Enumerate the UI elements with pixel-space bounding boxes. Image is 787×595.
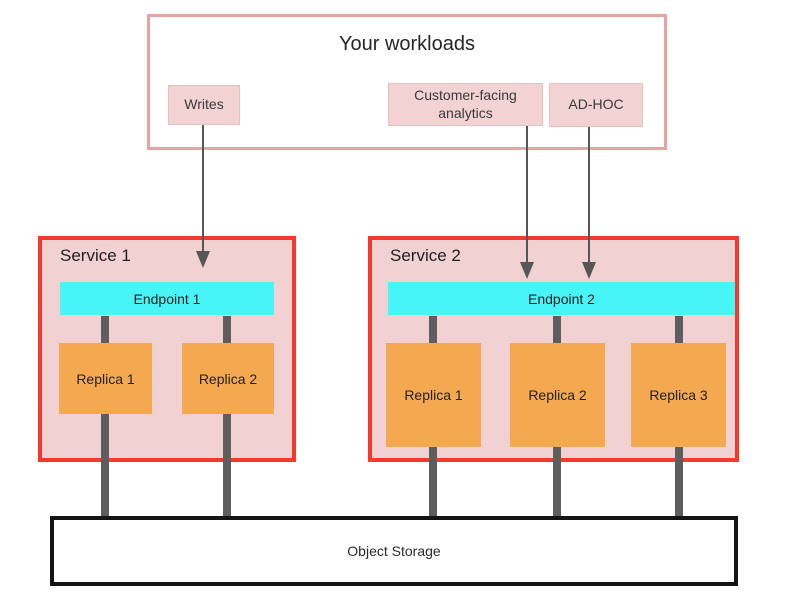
connector-s1-replica1-storage [101,414,109,518]
workloads-container [147,14,667,150]
service-1-replica-2: Replica 2 [182,343,274,414]
workload-item-writes-label: Writes [184,96,224,113]
service-1-endpoint-label: Endpoint 1 [133,290,201,307]
arrow-adhoc-to-endpoint2-head [582,262,596,279]
service-2-replica-2: Replica 2 [510,343,605,447]
workload-item-customer-facing-analytics: Customer-facing analytics [388,83,543,126]
service-2-title: Service 2 [390,246,461,265]
service-1-replica-2-label: Replica 2 [198,370,258,387]
service-2-replica-2-label: Replica 2 [528,387,587,403]
service-2-replica-1-label: Replica 1 [404,387,463,403]
connector-s2-replica2-storage [553,447,561,518]
workload-item-adhoc: AD-HOC [549,83,643,127]
connector-s1-replica2-storage [223,414,231,518]
arrow-writes-to-endpoint1-head [196,251,210,268]
connector-s2-endpoint-replica1 [429,316,437,343]
connector-s1-endpoint-replica2 [223,316,231,343]
object-storage-label: Object Storage [347,543,441,559]
connector-s2-endpoint-replica3 [675,316,683,343]
workload-item-customer-facing-analytics-label: Customer-facing analytics [414,87,517,121]
connector-s2-replica1-storage [429,447,437,518]
service-2-replica-3: Replica 3 [631,343,726,447]
connector-s1-endpoint-replica1 [101,316,109,343]
service-2-replica-1: Replica 1 [386,343,481,447]
workload-item-adhoc-label: AD-HOC [568,96,624,113]
workload-item-writes: Writes [168,85,240,125]
arrow-writes-to-endpoint1-line [202,125,204,251]
service-1-title: Service 1 [60,246,131,265]
service-2-endpoint-label: Endpoint 2 [528,290,595,307]
workloads-title: Your workloads [338,33,475,55]
connector-s2-endpoint-replica2 [553,316,561,343]
arrow-analytics-to-endpoint2-line [526,126,528,262]
arrow-analytics-to-endpoint2-head [520,262,534,279]
service-2-endpoint: Endpoint 2 [388,282,735,315]
connector-s2-replica3-storage [675,447,683,518]
object-storage-box: Object Storage [50,516,738,586]
service-1-endpoint: Endpoint 1 [60,282,274,315]
arrow-adhoc-to-endpoint2-line [588,127,590,262]
service-2-replica-3-label: Replica 3 [649,387,708,403]
service-1-replica-1: Replica 1 [59,343,152,414]
service-1-replica-1-label: Replica 1 [76,370,135,387]
